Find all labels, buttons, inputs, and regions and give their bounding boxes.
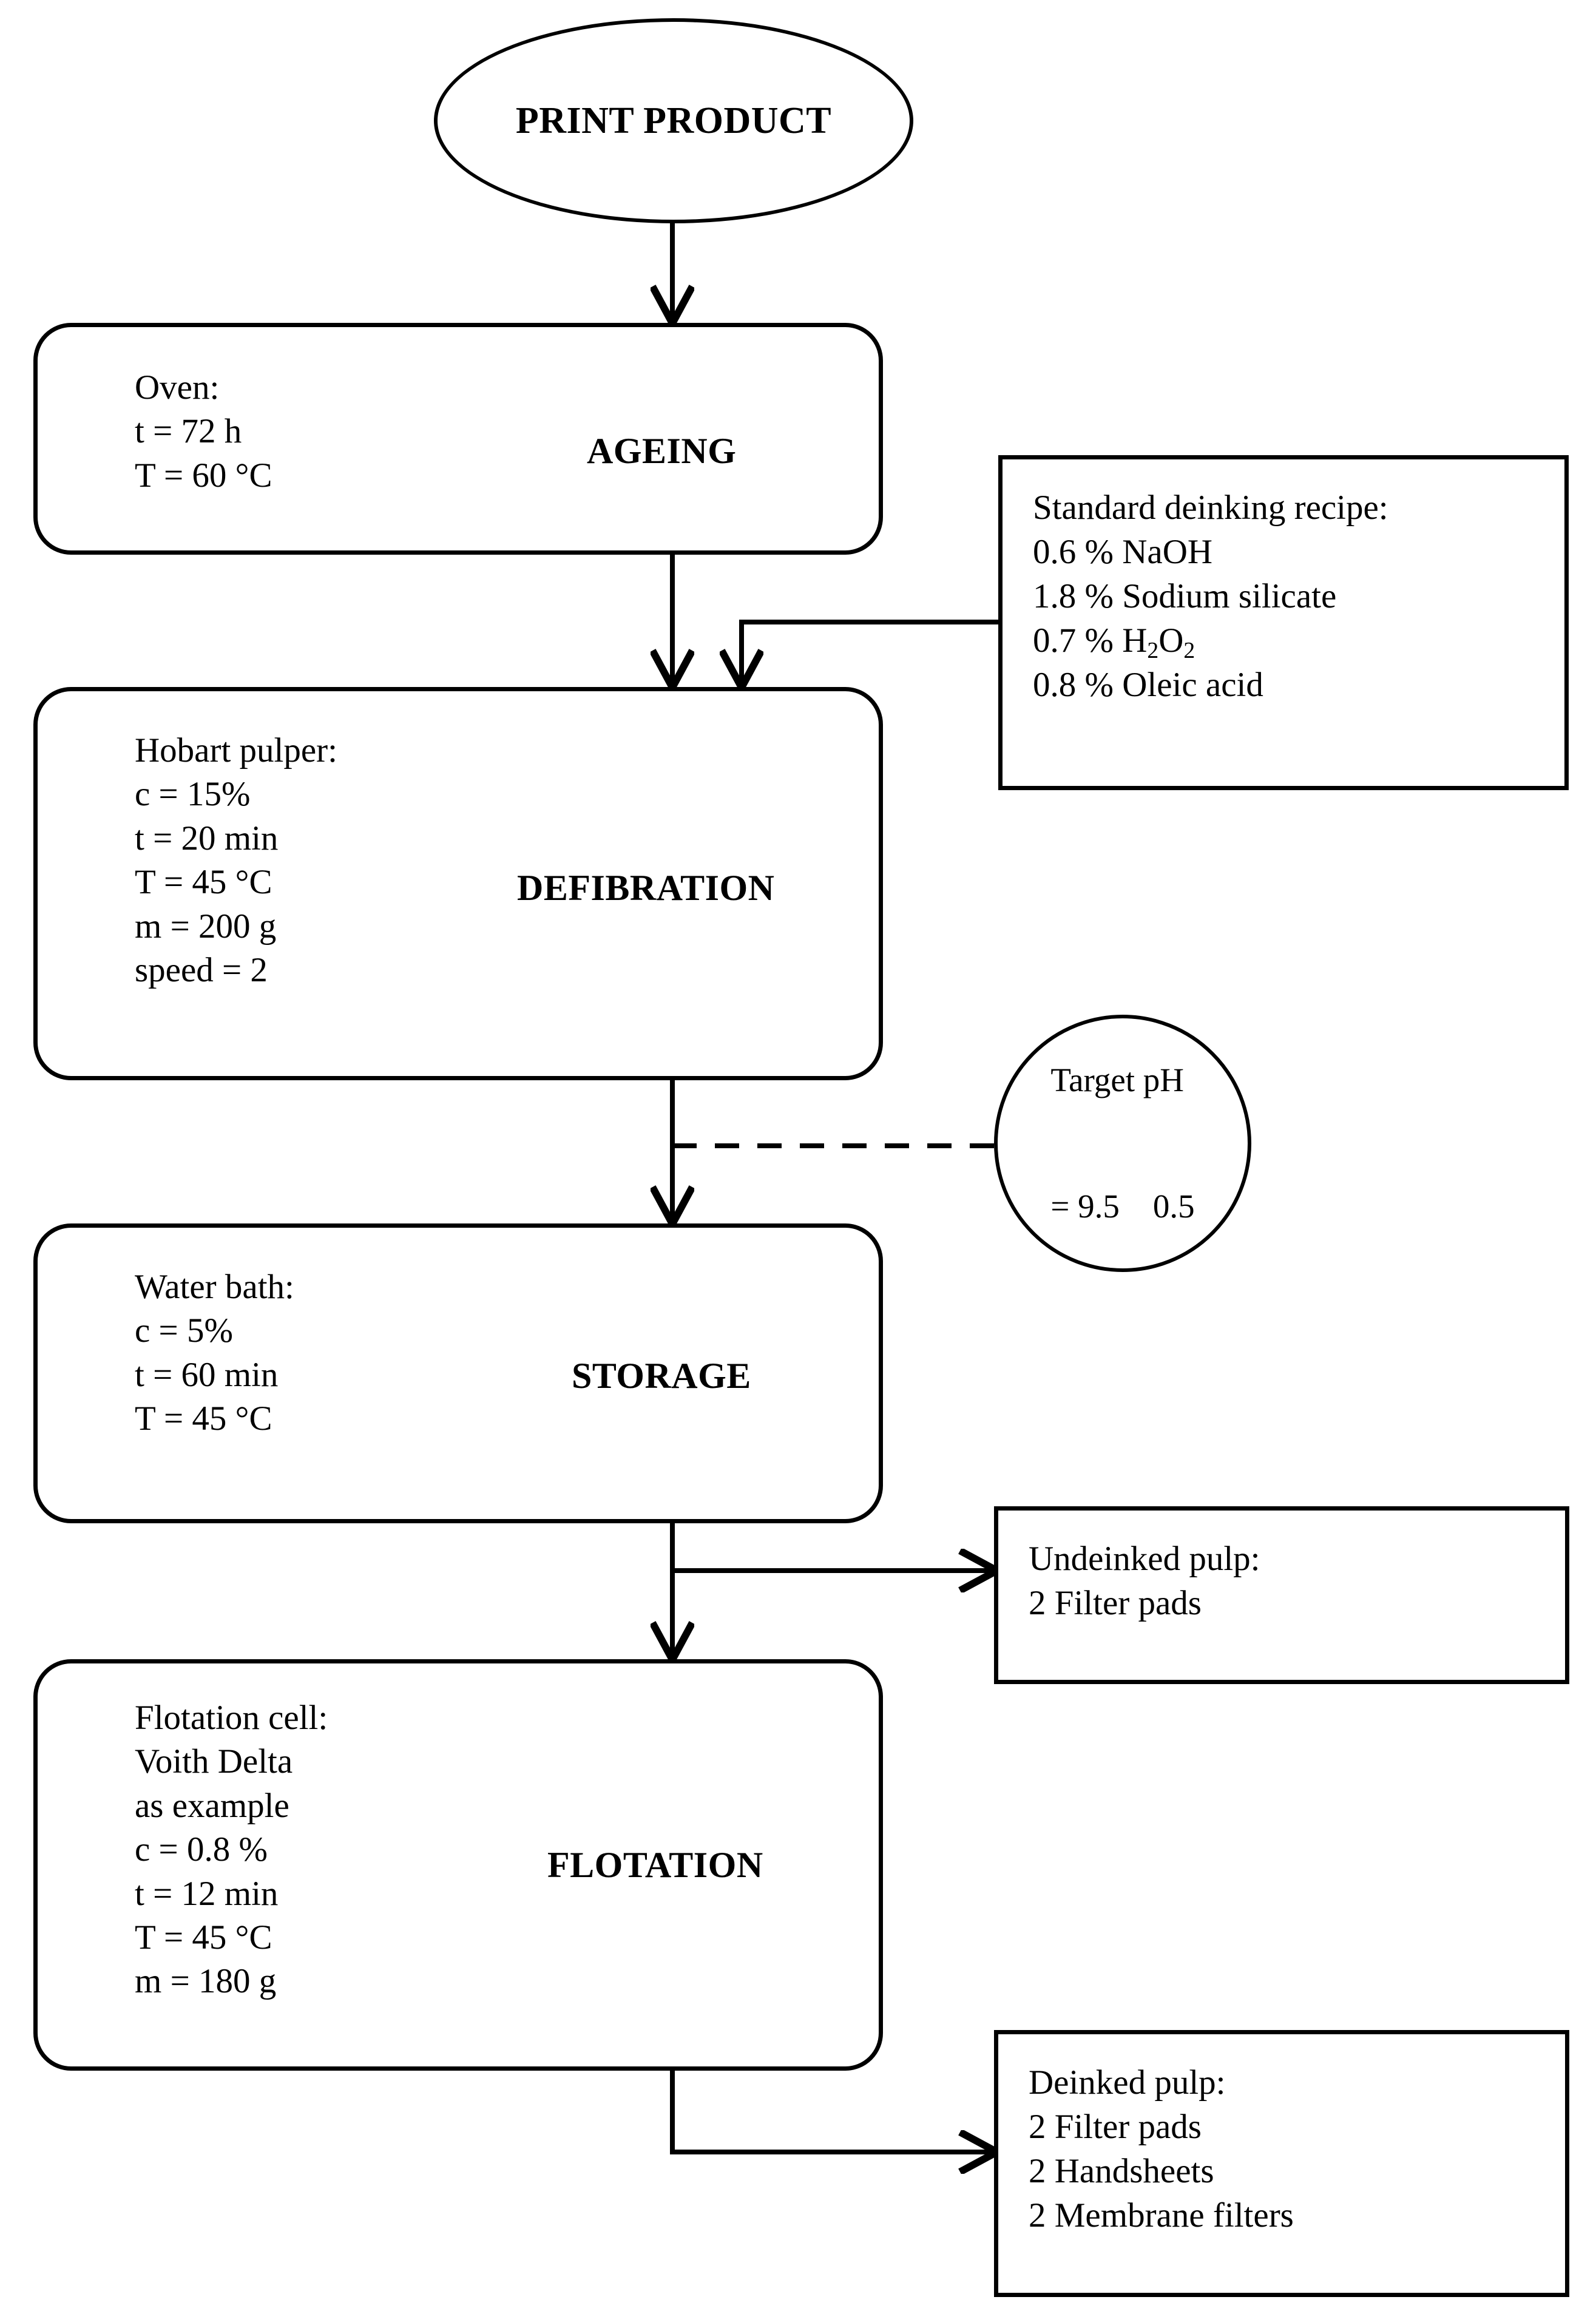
arrow-recipe-to-defibration <box>742 620 998 685</box>
recipe-line-3-mid: O <box>1158 621 1184 660</box>
target-ph-text: Target pH = 9.5 0.5 <box>1050 975 1194 1311</box>
target-ph-line-1: Target pH <box>1050 1061 1185 1099</box>
recipe-line-3-sub2: 2 <box>1183 637 1195 663</box>
node-ageing[interactable]: Oven: t = 72 h T = 60 °C AGEING <box>33 323 883 555</box>
node-flotation[interactable]: Flotation cell: Voith Delta as example c… <box>33 1659 883 2071</box>
undeinked-heading: Undeinked pulp: <box>1029 1540 1260 1578</box>
node-storage[interactable]: Water bath: c = 5% t = 60 min T = 45 °C … <box>33 1223 883 1523</box>
storage-stage-label: STORAGE <box>572 1356 751 1396</box>
defibration-params: Hobart pulper: c = 15% t = 20 min T = 45… <box>135 731 337 989</box>
ageing-params: Oven: t = 72 h T = 60 °C <box>135 368 272 495</box>
node-print-product[interactable]: PRINT PRODUCT <box>434 18 913 223</box>
recipe-line-3-prefix: 0.7 % H <box>1033 621 1148 660</box>
storage-params: Water bath: c = 5% t = 60 min T = 45 °C <box>135 1268 294 1438</box>
note-undeinked-pulp[interactable]: Undeinked pulp: 2 Filter pads <box>994 1506 1569 1684</box>
note-deinked-pulp[interactable]: Deinked pulp: 2 Filter pads 2 Handsheets… <box>994 2030 1569 2297</box>
recipe-line-2: 1.8 % Sodium silicate <box>1033 577 1337 615</box>
deinked-line-1: 2 Filter pads <box>1029 2108 1202 2146</box>
print-product-label: PRINT PRODUCT <box>515 100 832 141</box>
deinked-line-3: 2 Membrane filters <box>1029 2196 1294 2235</box>
deinked-heading: Deinked pulp: <box>1029 2063 1226 2102</box>
flotation-params: Flotation cell: Voith Delta as example c… <box>135 1699 328 2001</box>
undeinked-line-1: 2 Filter pads <box>1029 1584 1202 1622</box>
node-defibration[interactable]: Hobart pulper: c = 15% t = 20 min T = 45… <box>33 687 883 1080</box>
recipe-line-3: 0.7 % H2O2 <box>1033 619 1195 663</box>
deinked-line-2: 2 Handsheets <box>1029 2152 1214 2190</box>
note-target-ph[interactable]: Target pH = 9.5 0.5 <box>994 1015 1251 1272</box>
recipe-heading: Standard deinking recipe: <box>1033 489 1388 527</box>
flotation-stage-label: FLOTATION <box>547 1845 763 1885</box>
target-ph-line-2: = 9.5 0.5 <box>1050 1188 1195 1225</box>
arrow-to-deinked-pulp <box>670 2071 994 2152</box>
recipe-line-4: 0.8 % Oleic acid <box>1033 666 1263 704</box>
note-standard-deinking-recipe[interactable]: Standard deinking recipe: 0.6 % NaOH 1.8… <box>998 455 1569 790</box>
ageing-stage-label: AGEING <box>587 431 737 471</box>
recipe-line-3-sub1: 2 <box>1147 637 1159 663</box>
defibration-stage-label: DEFIBRATION <box>517 868 775 908</box>
recipe-line-1: 0.6 % NaOH <box>1033 533 1213 571</box>
